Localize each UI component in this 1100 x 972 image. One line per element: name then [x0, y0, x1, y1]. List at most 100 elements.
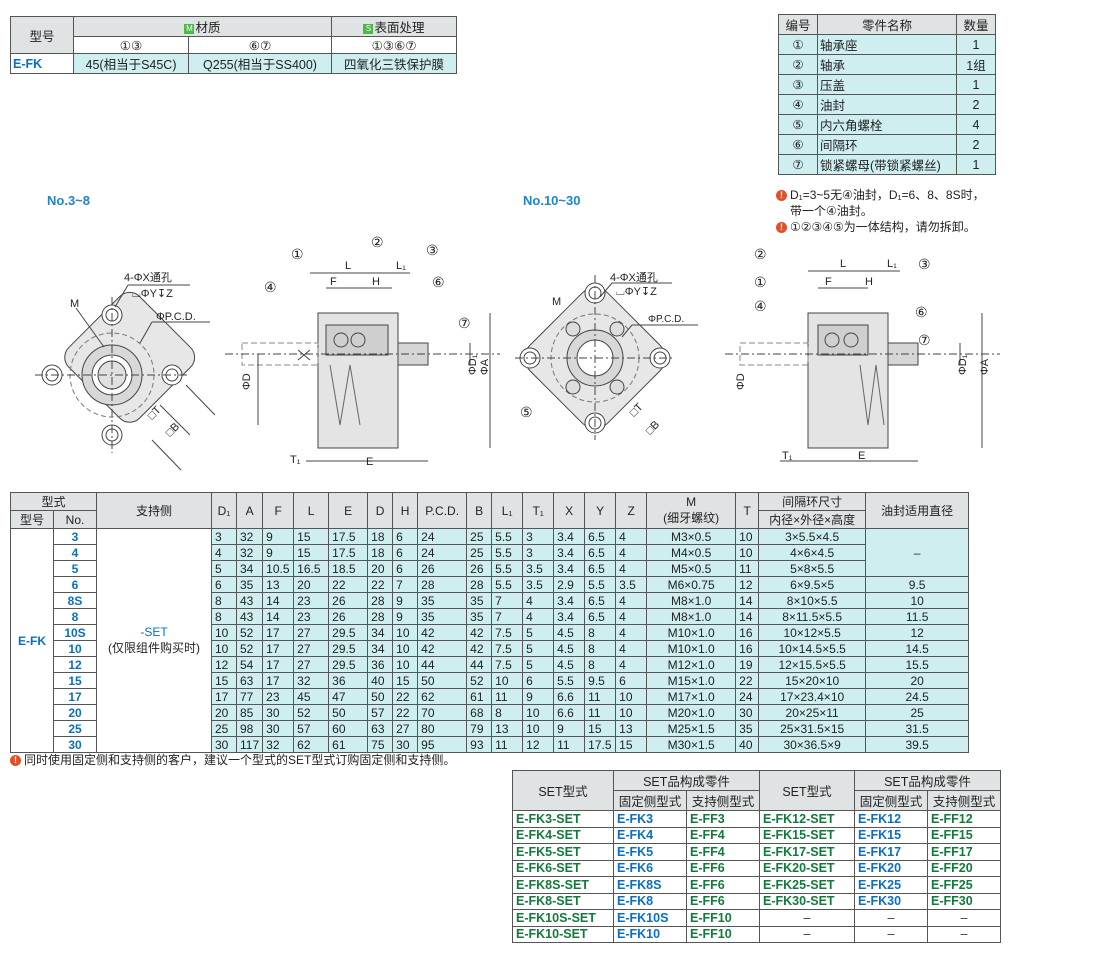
support-cell: -SET(仅限组件购买时) [96, 528, 212, 753]
dim-cell: 7.5 [491, 656, 524, 673]
dim-cell: 6 [615, 672, 648, 689]
set-cell: E-FF4 [686, 826, 760, 844]
set-cell: E-FK4-SET [512, 826, 614, 844]
fixed-header-left: 固定侧型式 [613, 790, 687, 811]
set-cell: E-FK17-SET [759, 843, 855, 861]
material-sub-1: ①③ [73, 36, 189, 54]
set-header-right: SET型式 [759, 770, 855, 811]
callout-7-small: ⑦ [458, 315, 471, 331]
col-seal: 油封适用直径 [865, 492, 970, 529]
dim-cell: 42 [417, 624, 468, 641]
callout-7-large: ⑦ [918, 332, 931, 348]
part-name: 轴承 [817, 54, 957, 75]
dim-cell: 22 [392, 704, 419, 721]
col-a: A [235, 492, 264, 529]
set-cell: E-FK15-SET [759, 826, 855, 844]
part-name: 油封 [817, 94, 957, 115]
dim-cell: 4 [615, 592, 648, 609]
dim-cell: 20 [293, 576, 330, 593]
spacer-cell: 8×10×5.5 [758, 592, 867, 609]
dim-cell: 11 [584, 688, 617, 705]
seal-cell: 25 [865, 704, 970, 721]
dim-cell: 27 [392, 720, 419, 737]
dim-cell: 3 [522, 544, 555, 561]
dim-cell: 30 [211, 736, 237, 753]
dim-cell: 11 [584, 704, 617, 721]
set-cell: E-FK10-SET [512, 925, 614, 943]
dim-cell: 35 [417, 608, 468, 625]
dim-cell: 32 [235, 544, 264, 561]
dim-cell: 4 [522, 608, 555, 625]
t-cell: 10 [735, 544, 760, 561]
support-header-right: 支持侧型式 [927, 790, 1001, 811]
technical-drawing: 4-ΦX通孔 ⌴ΦY↧Z ΦP.C.D. M □T □B L L₁ F H T₁… [35, 234, 1000, 471]
no-cell: 10 [53, 640, 97, 657]
dim-cell: 35 [417, 592, 468, 609]
dim-cell: 5.5 [553, 672, 586, 689]
dim-cell: 47 [328, 688, 369, 705]
note-1-cont: 带一个④油封。 [790, 204, 873, 218]
dim-cell: 95 [417, 736, 468, 753]
dim-cell: 35 [466, 608, 493, 625]
dim-cell: 50 [417, 672, 468, 689]
dim-d1-large: ΦD₁ [957, 354, 969, 375]
set-cell: E-FF10 [686, 909, 760, 927]
dim-cell: 52 [293, 704, 330, 721]
dim-cell: 30 [392, 736, 419, 753]
col-f: F [262, 492, 295, 529]
t-cell: 24 [735, 688, 760, 705]
col-h: H [392, 492, 419, 529]
dim-cell: 5 [522, 656, 555, 673]
col-spacer-sub: 内径×外径×高度 [758, 510, 867, 529]
dim-cell: 29.5 [328, 624, 369, 641]
variant-label-large: No.10~30 [523, 193, 581, 208]
callout-5: ⑤ [520, 404, 533, 420]
dim-cell: 32 [235, 528, 264, 545]
callout-6-large: ⑥ [915, 304, 928, 320]
dim-cell: 24 [417, 528, 468, 545]
spacer-cell: 17×23.4×10 [758, 688, 867, 705]
dim-cell: 5.5 [491, 560, 524, 577]
dim-cell: 8 [211, 608, 237, 625]
part-name: 轴承座 [817, 34, 957, 55]
spacer-cell: 15×20×10 [758, 672, 867, 689]
fixed-header-right: 固定侧型式 [854, 790, 928, 811]
variant-label-small: No.3~8 [47, 193, 90, 208]
large-flange-side-view [725, 270, 1000, 462]
dim-cell: 3.4 [553, 608, 586, 625]
seal-cell: 14.5 [865, 640, 970, 657]
set-header-left: SET型式 [512, 770, 614, 811]
set-cell: E-FK3 [613, 810, 687, 828]
dim-cell: 26 [328, 592, 369, 609]
col-b: B [466, 492, 493, 529]
dim-cell: 27 [293, 656, 330, 673]
spacer-cell: 30×36.5×9 [758, 736, 867, 753]
dim-cell: 10 [211, 624, 237, 641]
dim-f-large: F [825, 276, 832, 288]
dim-cell: 42 [466, 640, 493, 657]
seal-cell: 12 [865, 624, 970, 641]
m-cell: M3×0.5 [646, 528, 737, 545]
dim-cell: 34 [367, 640, 394, 657]
set-cell: E-FK6 [613, 859, 687, 877]
dim-cell: 27 [293, 640, 330, 657]
dim-cell: 9 [262, 528, 295, 545]
dim-d1-small: ΦD₁ [467, 354, 479, 375]
spacer-cell: 4×6×4.5 [758, 544, 867, 561]
dim-cell: 6 [211, 576, 237, 593]
part-no: ② [778, 54, 818, 75]
dim-cell: 4 [615, 656, 648, 673]
dim-cell: 6.6 [553, 688, 586, 705]
dim-cell: 9 [553, 720, 586, 737]
dim-cell: 42 [466, 624, 493, 641]
surface-sub: ①③⑥⑦ [331, 36, 457, 54]
dim-cell: 25 [466, 544, 493, 561]
